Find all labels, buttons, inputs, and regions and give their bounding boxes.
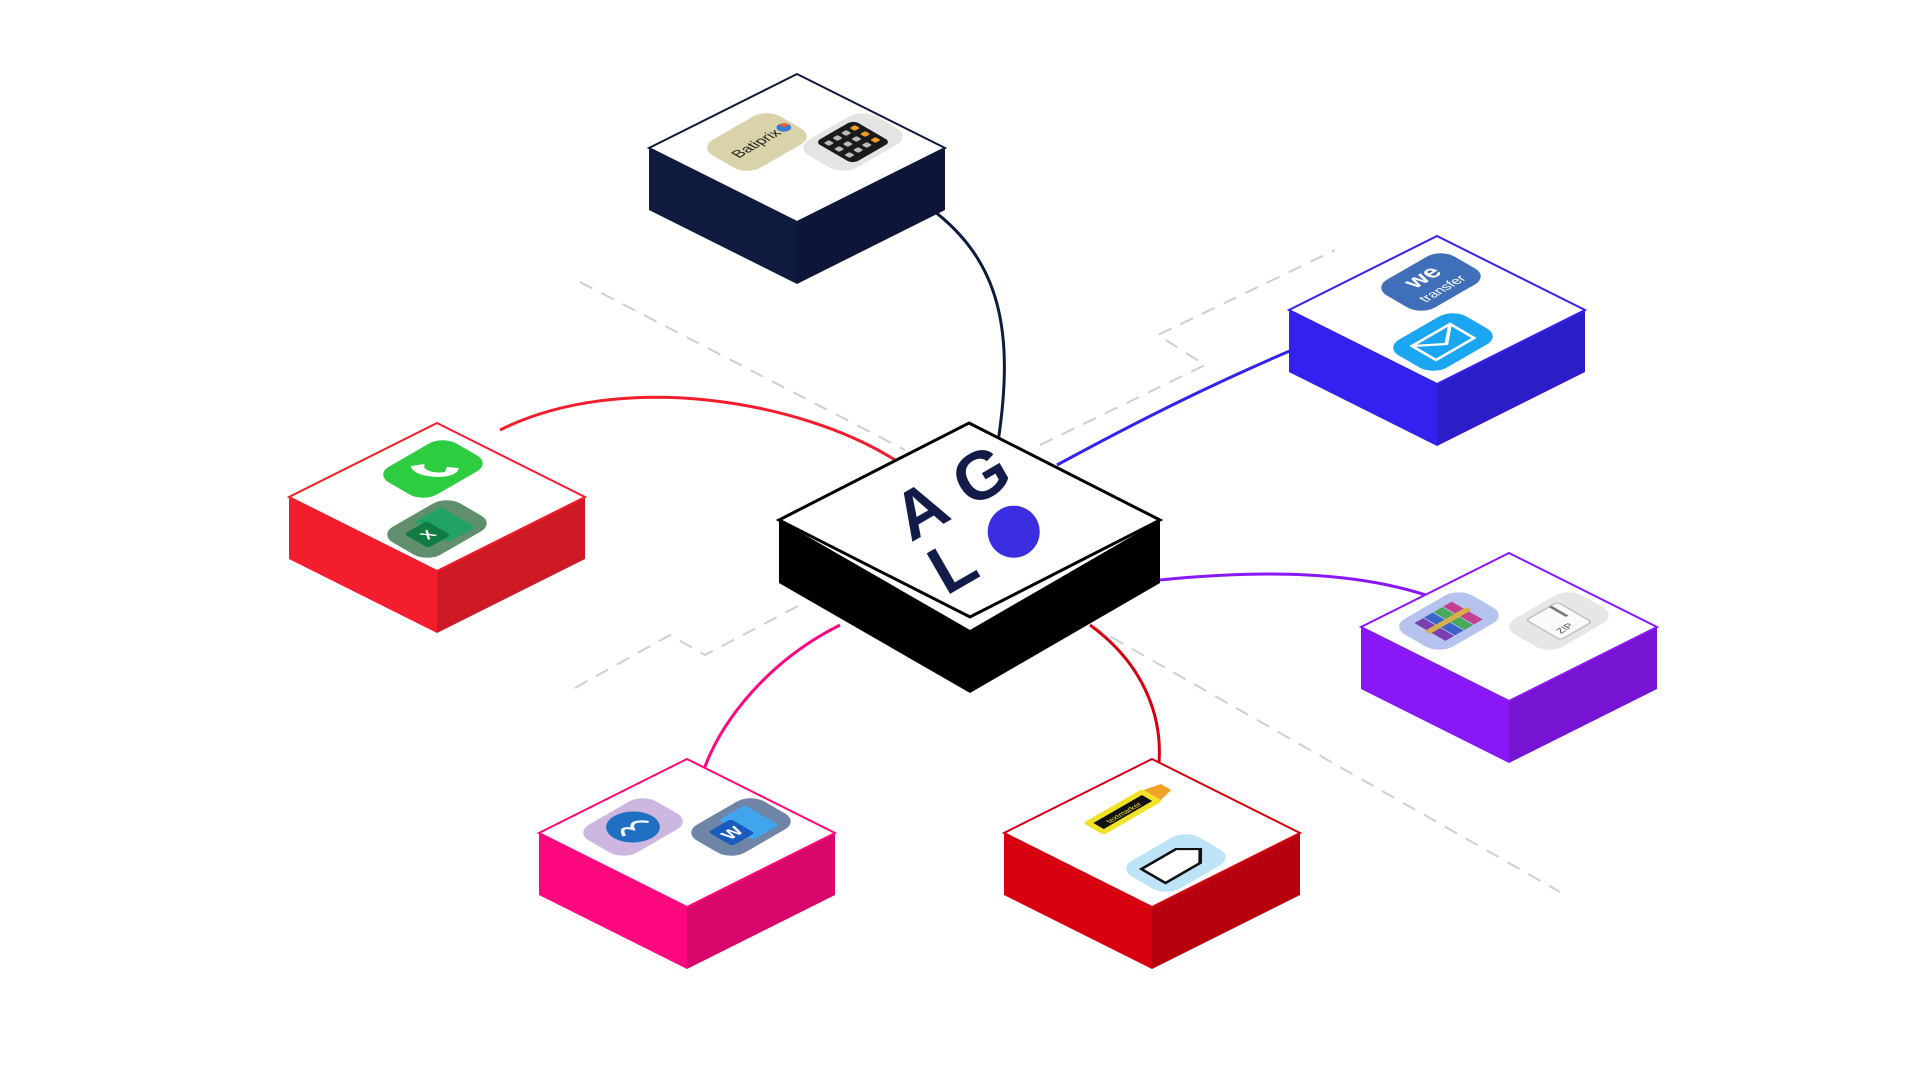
tile-communication-tools-left-side: [289, 497, 437, 633]
phone-icon: [383, 440, 483, 498]
calculator-icon: [803, 113, 903, 171]
dashed-guides: [574, 249, 1561, 893]
tile-document-tools[interactable]: W: [536, 757, 838, 969]
tile-document-tools-left-side: [539, 833, 687, 969]
tile-annotation-tools-top-face: [1001, 757, 1303, 909]
label-shape-icon: [1126, 834, 1226, 892]
tile-sharing-tools-top-face: [1286, 234, 1588, 386]
batiprix-icon: Batiprix: [707, 113, 807, 171]
connector-top: [929, 206, 1006, 443]
excel-icon: X: [387, 500, 487, 558]
tile-pricing-tools-left-side: [649, 148, 797, 284]
tile-pricing-tools-right-side: [797, 148, 945, 284]
aglo-hub[interactable]: A G L: [775, 421, 1164, 693]
mail-icon: [1393, 313, 1493, 371]
winrar-icon: [1399, 592, 1499, 650]
connector-right-upper: [1056, 348, 1293, 467]
connector-bottom-left: [700, 623, 841, 776]
tile-sharing-tools-right-side: [1437, 310, 1585, 446]
tile-archive-tools-left-side: [1361, 627, 1509, 763]
logo-dot: [987, 505, 1040, 558]
tile-pricing-tools[interactable]: Batiprix: [646, 72, 948, 284]
tile-communication-tools[interactable]: X: [286, 421, 588, 633]
hub-top-face: [775, 421, 1164, 619]
tile-communication-tools-right-side: [437, 497, 585, 633]
tile-document-tools-top-face: [536, 757, 838, 909]
tile-annotation-tools-left-side: [1004, 833, 1152, 969]
hub-right-side: [970, 520, 1160, 693]
tile-communication-tools-top-face: [286, 421, 588, 573]
openoffice-icon: [583, 798, 683, 856]
tile-archive-tools-top-face: [1358, 551, 1660, 703]
guide-left-upper: [579, 281, 906, 451]
tile-annotation-tools-right-side: [1152, 833, 1300, 969]
hub-left-side: [779, 520, 970, 693]
tile-annotation-tools[interactable]: textmarker: [1001, 757, 1303, 969]
zip-file-icon: ZIP: [1509, 592, 1609, 650]
guide-right-upper: [1039, 249, 1336, 446]
tile-sharing-tools-left-side: [1289, 310, 1437, 446]
tile-archive-tools-right-side: [1509, 627, 1657, 763]
tile-document-tools-right-side: [687, 833, 835, 969]
word-icon: W: [691, 798, 791, 856]
connectors: [499, 206, 1441, 776]
guide-right-lower: [1089, 624, 1561, 893]
connector-left: [499, 395, 896, 462]
guide-left-lower: [574, 604, 801, 689]
tile-pricing-tools-top-face: [646, 72, 948, 224]
connector-bottom-right: [1089, 623, 1161, 773]
connector-right: [1159, 572, 1441, 602]
tile-archive-tools[interactable]: ZIP: [1358, 551, 1660, 763]
